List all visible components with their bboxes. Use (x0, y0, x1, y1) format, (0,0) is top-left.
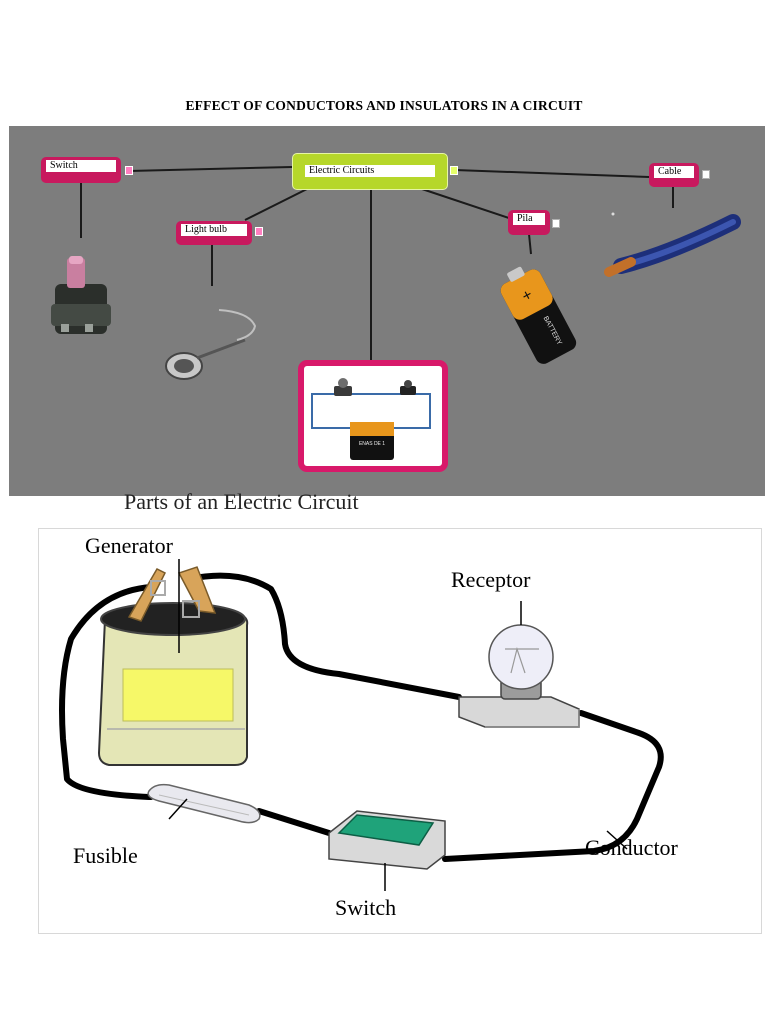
light-bulb-icon (165, 309, 257, 380)
node-pila-expander-icon[interactable] (552, 219, 560, 228)
generator-icon (97, 559, 249, 766)
receptor-bulb-icon (458, 601, 580, 728)
node-electric-circuits[interactable]: Electric Circuits (292, 153, 448, 190)
node-cable-expander-icon[interactable] (702, 170, 710, 179)
node-cable-label: Cable (654, 166, 694, 178)
cable-icon (604, 212, 741, 277)
node-light-bulb[interactable]: Light bulb (176, 221, 252, 245)
conductor-wire (59, 572, 664, 862)
label-conductor: Conductor (585, 835, 678, 860)
node-switch[interactable]: Switch (41, 157, 121, 183)
circuit-diagram: Generator Receptor Fusible Switch Conduc… (38, 528, 762, 934)
circuit-image-frame[interactable]: ENAS DE 1 (298, 360, 448, 472)
concept-map: + BATTERY Switch Electric Circuits Cable… (9, 126, 765, 496)
node-switch-label: Switch (46, 160, 116, 172)
fusible-icon (147, 783, 261, 824)
document-title: EFFECT OF CONDUCTORS AND INSULATORS IN A… (185, 98, 583, 113)
node-switch-expander-icon[interactable] (125, 166, 133, 175)
mini-circuit-icon: ENAS DE 1 (311, 378, 431, 460)
node-electric-circuits-label: Electric Circuits (305, 165, 435, 177)
switch-icon (328, 810, 446, 891)
conductor-pointer (606, 830, 628, 850)
node-light-bulb-expander-icon[interactable] (255, 227, 263, 236)
node-pila-label: Pila (513, 213, 545, 225)
svg-text:ENAS DE 1: ENAS DE 1 (359, 441, 385, 447)
circuit-diagram-drawing (59, 559, 664, 891)
node-pila[interactable]: Pila (508, 210, 550, 235)
label-switch: Switch (335, 895, 397, 920)
battery-icon: + BATTERY (500, 266, 577, 364)
node-light-bulb-label: Light bulb (181, 224, 247, 236)
knob-switch-icon (51, 256, 111, 334)
node-electric-circuits-expander-icon[interactable] (450, 166, 458, 175)
label-fusible: Fusible (73, 843, 138, 868)
label-generator: Generator (85, 533, 173, 558)
label-receptor: Receptor (451, 567, 531, 592)
concept-map-connectors: + BATTERY (51, 166, 741, 380)
node-cable[interactable]: Cable (649, 163, 699, 187)
circuit-diagram-title: Parts of an Electric Circuit (124, 489, 359, 514)
